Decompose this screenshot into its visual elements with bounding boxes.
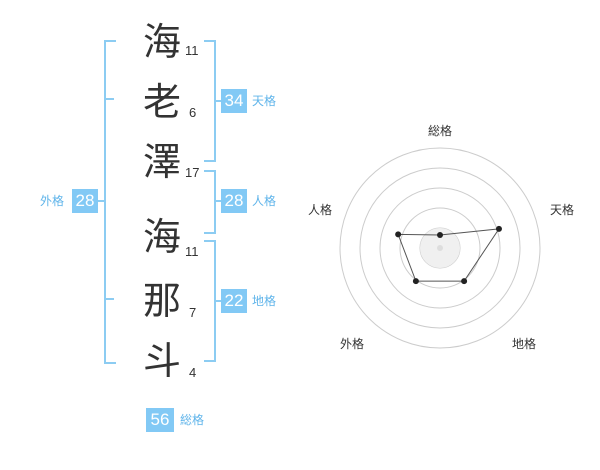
gaikaku-bracket-tick	[104, 98, 114, 100]
gaikaku-bracket	[104, 40, 116, 364]
stroke-count-6: 4	[189, 365, 197, 380]
tenkaku-bracket-connector	[214, 100, 222, 102]
chikaku-label: 地格	[252, 294, 277, 308]
stroke-count-1: 11	[185, 43, 199, 58]
jinkaku-label: 人格	[252, 194, 277, 208]
gaikaku-bracket-tick	[104, 298, 114, 300]
stroke-count-2: 6	[189, 105, 197, 120]
radar-axis-label-chikaku: 地格	[511, 337, 536, 351]
radar-point-3	[461, 278, 468, 285]
soukaku-value: 56	[146, 408, 174, 432]
radar-axis-label-tenkaku: 天格	[549, 203, 574, 217]
radar-ring-5	[339, 147, 541, 349]
name-char-3: 澤	[142, 140, 181, 184]
radar-axis-label-soukaku: 総格	[427, 124, 452, 138]
radar-point-4	[412, 278, 419, 285]
radar-point-2	[495, 225, 502, 232]
radar-ring-2	[399, 207, 481, 289]
radar-axis-label-gaikaku: 外格	[339, 337, 364, 351]
gaikaku-bracket-connector	[96, 200, 105, 202]
tenkaku-value: 34	[221, 89, 247, 113]
name-char-1: 海	[142, 20, 181, 64]
stroke-count-4: 11	[185, 244, 199, 259]
radar-point-1	[437, 232, 443, 238]
radar-point-5	[395, 231, 402, 238]
chikaku-bracket-connector	[214, 300, 222, 302]
name-char-5: 那	[142, 279, 181, 323]
stroke-count-3: 17	[185, 165, 200, 180]
stroke-count-5: 7	[189, 305, 197, 320]
radar-center-point	[437, 245, 443, 251]
radar-axis-label-jinkaku: 人格	[307, 203, 332, 217]
name-char-2: 老	[142, 80, 181, 124]
tenkaku-label: 天格	[252, 94, 277, 108]
name-char-4: 海	[142, 215, 181, 259]
soukaku-label: 総格	[180, 413, 205, 427]
radar-score-polygon	[397, 228, 500, 282]
gaikaku-label: 外格	[40, 194, 65, 208]
chikaku-value: 22	[221, 289, 247, 313]
jinkaku-bracket-connector	[214, 200, 222, 202]
radar-ring-4	[359, 167, 521, 329]
name-char-6: 斗	[142, 339, 181, 383]
jinkaku-value: 28	[221, 189, 247, 213]
jinkaku-bracket	[204, 170, 216, 234]
gaikaku-value: 28	[72, 189, 98, 213]
radar-ring-3	[379, 187, 501, 309]
